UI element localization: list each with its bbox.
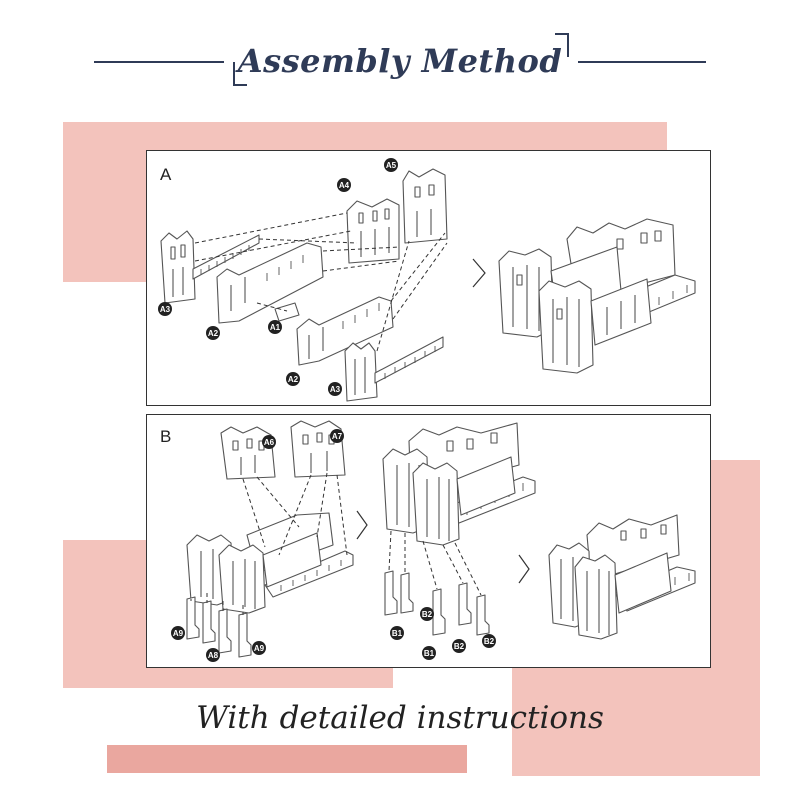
badge-a9-right: A9 (254, 644, 265, 653)
peg-a9-3 (238, 612, 252, 658)
header-bracket-left (233, 62, 247, 86)
badge-a6: A6 (264, 438, 275, 447)
assembly-panel-b: B (146, 414, 711, 668)
peg-b2-3 (476, 594, 490, 636)
badge-a9-left: A9 (173, 629, 184, 638)
badge-a3-left: A3 (160, 305, 171, 314)
arrow-chevron-b1 (356, 510, 368, 540)
panel-a-diagram: A5 A4 A3 A2 A1 A2 A3 (158, 158, 696, 402)
peg-b1-2 (432, 588, 446, 636)
badge-a4: A4 (339, 181, 350, 190)
b-mid-front-wall (456, 456, 516, 516)
badge-a8: A8 (208, 651, 219, 660)
badge-a1: A1 (270, 323, 281, 332)
part-a5 (402, 168, 448, 244)
b-left-tower-2 (218, 544, 266, 614)
assembled-a-tower-right (538, 280, 594, 374)
part-a3-left (160, 230, 196, 304)
badge-a7: A7 (332, 432, 343, 441)
arrow-chevron-b2 (518, 554, 530, 584)
badge-b2-right: B2 (484, 637, 495, 646)
badge-a2-lower: A2 (288, 375, 299, 384)
part-rail-a3 (374, 336, 444, 384)
badge-a3-lower: A3 (330, 385, 341, 394)
part-rail-a (192, 234, 260, 280)
peg-a9-1 (186, 596, 200, 640)
page-title: Assembly Method (237, 42, 563, 80)
header-bracket-right (555, 33, 569, 57)
badge-a2-upper: A2 (208, 329, 219, 338)
panel-b-diagram: A6 A7 A9 A8 A9 B1 B2 B1 B2 B2 (171, 420, 696, 662)
pink-bar-bottom (107, 745, 467, 773)
header-line-right (578, 61, 706, 63)
peg-a9-2 (202, 600, 216, 644)
badge-a5: A5 (386, 161, 397, 170)
part-a2-upper (216, 242, 324, 324)
part-a3-lower (344, 342, 378, 402)
part-badges-b: A6 A7 A9 A8 A9 B1 B2 B1 B2 B2 (171, 429, 496, 662)
panel-label-a: A (160, 165, 172, 184)
assembled-b-front-wall (614, 552, 672, 614)
b-left-rail (264, 550, 354, 598)
part-a1 (274, 302, 300, 322)
badge-b2-left: B2 (422, 610, 433, 619)
part-a4 (346, 198, 400, 264)
arrow-chevron-a (472, 258, 486, 288)
b-mid-tower-2 (412, 462, 460, 546)
badge-b1-mid: B1 (424, 649, 435, 658)
assembly-panel-a: A (146, 150, 711, 406)
panel-label-b: B (160, 427, 172, 446)
peg-b2-1 (400, 572, 414, 614)
part-badges-a: A5 A4 A3 A2 A1 A2 A3 (158, 158, 398, 396)
peg-b1-1 (384, 570, 398, 616)
part-a6 (220, 426, 276, 480)
b-left-mid-wall (262, 532, 322, 588)
badge-b1-left: B1 (392, 629, 403, 638)
peg-a8 (218, 608, 232, 654)
header-line-left (94, 61, 224, 63)
footer-caption: With detailed instructions (196, 700, 604, 736)
peg-b2-2 (458, 582, 472, 626)
assembled-b-tower-2 (574, 554, 618, 640)
badge-b2-mid: B2 (454, 642, 465, 651)
